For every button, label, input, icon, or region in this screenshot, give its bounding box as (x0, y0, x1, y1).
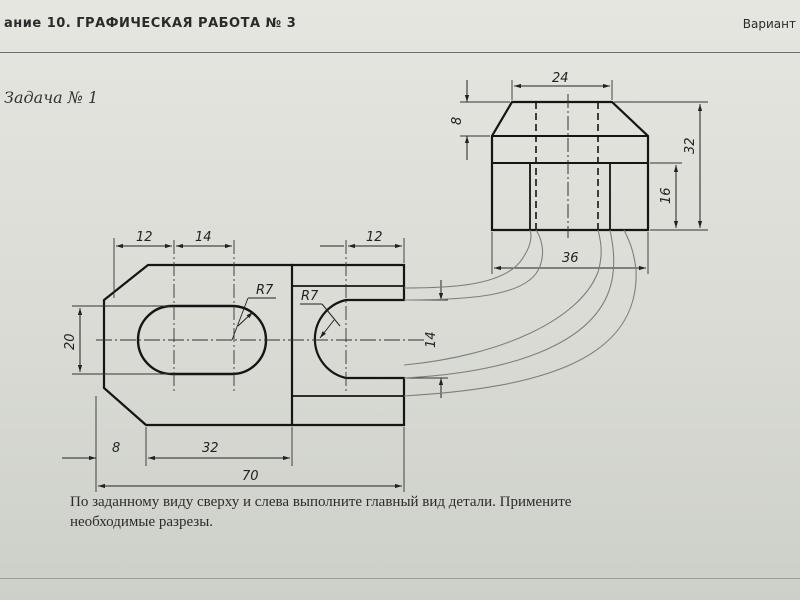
dim-radius2: R7 (301, 289, 319, 304)
dim-total-height: 32 (683, 137, 698, 154)
top-view-obround-hole (136, 304, 268, 376)
header-variant-label: Вариант (742, 17, 796, 31)
pencil-line (403, 229, 615, 379)
header-title: ание 10. ГРАФИЧЕСКАЯ РАБОТА № 3 (4, 16, 297, 31)
dim-top-width: 24 (552, 71, 569, 86)
top-view-right-outline (292, 263, 406, 427)
side-view-outline (490, 100, 650, 232)
dim-depth: 20 (63, 333, 78, 350)
pencil-line (403, 229, 532, 289)
side-view: 24 8 32 16 36 (450, 71, 708, 274)
dim-bottom-mid: 32 (202, 441, 219, 456)
task-instruction-line: необходимые разрезы. (70, 514, 214, 530)
dim-base-height: 16 (659, 187, 674, 204)
dim-base-width: 36 (562, 251, 579, 266)
dim-radius1: R7 (256, 283, 274, 298)
dim-slot-depth: 14 (424, 331, 439, 348)
leader-radius2-arrow (321, 303, 341, 327)
dim-total-length: 70 (242, 469, 259, 484)
leader-radius2-arrow (319, 319, 335, 339)
pencil-line (403, 229, 544, 301)
task-instruction: По заданному виду сверху и слева выполни… (70, 492, 780, 532)
dim-left-offset: 12 (136, 230, 153, 245)
dim-bottom-left: 8 (112, 441, 120, 456)
leader-radius1-arrow (237, 311, 254, 327)
dim-hole-width: 14 (195, 230, 212, 245)
pencil-line (403, 229, 602, 366)
leader-radius1 (231, 297, 249, 341)
pencil-construction-lines (403, 229, 637, 397)
task-instruction-line: По заданному виду сверху и слева выполни… (70, 494, 572, 510)
pencil-line (403, 229, 637, 397)
bottom-rule (0, 578, 800, 579)
top-view: 12 14 12 20 14 R7 (62, 230, 448, 492)
header-rule (0, 52, 800, 53)
dim-slot-width: 12 (366, 230, 383, 245)
task-title: Задача № 1 (4, 88, 99, 107)
dim-chamfer-height: 8 (450, 117, 465, 125)
